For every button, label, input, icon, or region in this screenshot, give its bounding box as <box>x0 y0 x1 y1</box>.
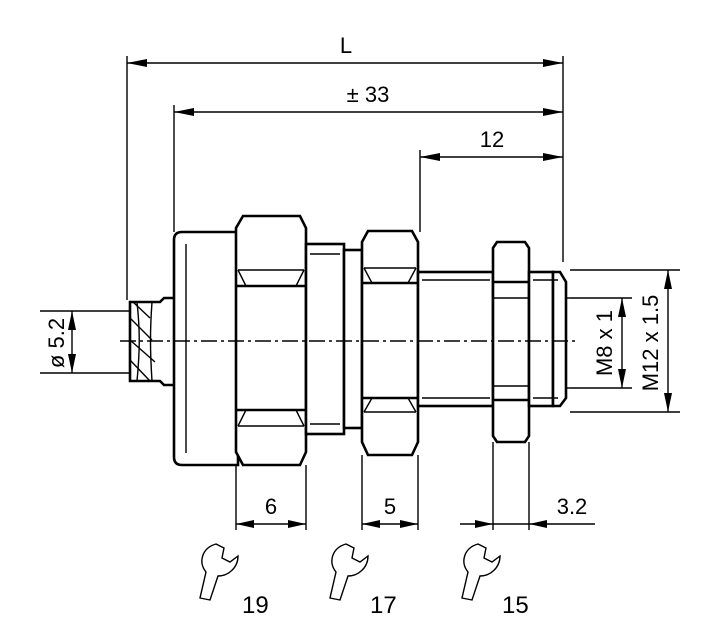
dimension-m8 <box>618 298 626 388</box>
sensor-body <box>128 214 570 467</box>
label-nut3-width: 3.2 <box>557 494 588 519</box>
label-nut1-width: 6 <box>265 494 277 519</box>
dimension-nut1 <box>236 520 306 528</box>
label-cable-diameter: ø 5.2 <box>44 318 69 368</box>
wrench-size-17: 17 <box>370 592 397 619</box>
wrench-icon <box>199 543 239 601</box>
dimension-nut2 <box>362 520 418 528</box>
label-inner-thread: M8 x 1 <box>592 310 617 376</box>
dimension-12 <box>420 153 563 161</box>
label-thread-length: 12 <box>480 127 504 152</box>
wrench-icon <box>329 543 369 601</box>
wrench-size-15: 15 <box>502 592 529 619</box>
label-body-length: ± 33 <box>347 82 390 107</box>
label-nut2-width: 5 <box>384 494 396 519</box>
dimension-m12 <box>664 270 672 412</box>
label-outer-thread: M12 x 1.5 <box>638 295 663 392</box>
dimension-nut3 <box>460 520 595 528</box>
dimension-cable-diameter <box>68 311 76 373</box>
extension-lines <box>40 56 680 530</box>
dimension-33 <box>174 108 563 116</box>
dimension-L <box>127 59 563 67</box>
wrench-icon <box>461 543 501 601</box>
wrench-size-19: 19 <box>242 592 269 619</box>
label-overall-length: L <box>340 33 352 58</box>
